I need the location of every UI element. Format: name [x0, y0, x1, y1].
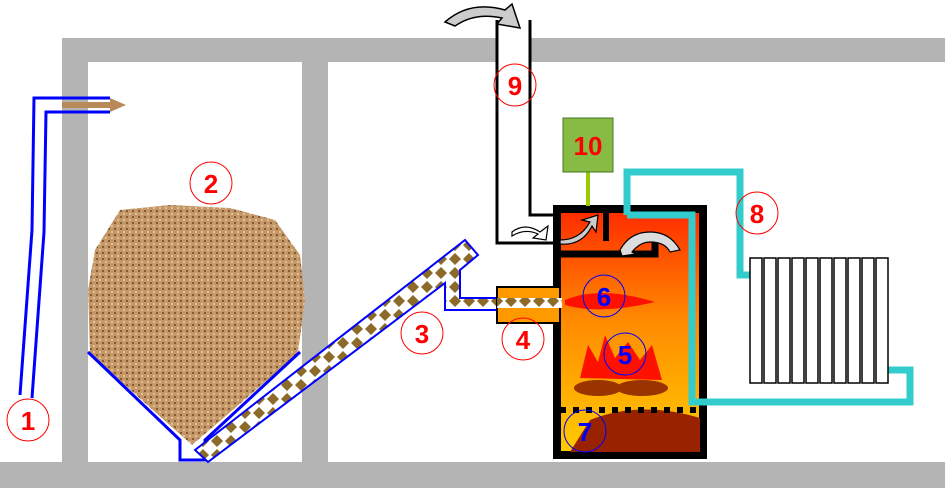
label-1: 1	[6, 398, 50, 442]
svg-text:2: 2	[204, 169, 218, 199]
svg-text:10: 10	[574, 131, 603, 161]
svg-text:1: 1	[21, 406, 35, 436]
label-4: 4	[501, 317, 545, 361]
svg-text:5: 5	[618, 340, 632, 370]
svg-text:4: 4	[516, 325, 531, 355]
svg-text:7: 7	[578, 417, 592, 447]
fill-tube	[18, 96, 110, 399]
water-pipe-return	[627, 211, 914, 406]
hopper-funnel	[86, 350, 302, 462]
label-2: 2	[189, 161, 233, 205]
pellet-funnel	[88, 352, 300, 445]
radiator	[749, 257, 889, 384]
chimney	[495, 20, 556, 245]
burner-auger	[497, 298, 562, 308]
label-3: 3	[400, 311, 444, 355]
flue-arrow-icon	[559, 214, 599, 245]
label-10: 10	[574, 131, 603, 161]
flue-arrow-icon	[511, 224, 549, 241]
label-8: 8	[735, 191, 779, 235]
fill-arrow-icon	[62, 98, 126, 112]
svg-text:6: 6	[597, 282, 611, 312]
controller-box	[562, 117, 614, 173]
svg-text:3: 3	[415, 319, 429, 349]
flue-arrow-icon	[619, 231, 681, 257]
svg-text:8: 8	[750, 199, 764, 229]
label-9: 9	[493, 63, 537, 107]
exhaust-arrow-icon	[443, 2, 522, 29]
label-6: 6	[582, 274, 626, 318]
svg-text:9: 9	[508, 71, 522, 101]
water-pipe-flow	[623, 168, 750, 279]
pellet-pile	[88, 205, 305, 352]
label-5: 5	[603, 332, 647, 376]
label-7: 7	[563, 409, 607, 453]
